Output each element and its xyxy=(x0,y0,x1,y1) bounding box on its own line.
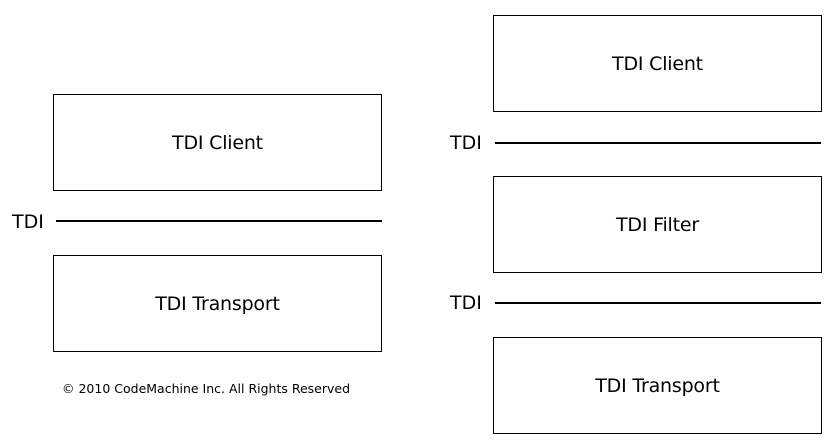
right-tdi-filter-label: TDI Filter xyxy=(616,213,699,236)
right-tdi-client-label: TDI Client xyxy=(612,52,703,75)
left-tdi-transport-label: TDI Transport xyxy=(155,292,280,315)
left-tdi-transport-box: TDI Transport xyxy=(53,255,382,352)
right-lower-tdi-interface-label: TDI xyxy=(450,292,482,314)
copyright-notice: © 2010 CodeMachine Inc. All Rights Reser… xyxy=(62,381,351,396)
right-upper-tdi-interface-line xyxy=(495,142,821,144)
left-tdi-interface-line xyxy=(56,220,382,222)
right-upper-tdi-interface-label: TDI xyxy=(450,132,482,154)
left-tdi-client-label: TDI Client xyxy=(172,131,263,154)
left-tdi-interface-label: TDI xyxy=(12,211,44,233)
right-tdi-transport-label: TDI Transport xyxy=(595,374,720,397)
right-lower-tdi-interface-line xyxy=(495,302,821,304)
left-tdi-client-box: TDI Client xyxy=(53,94,382,191)
right-tdi-transport-box: TDI Transport xyxy=(493,337,822,434)
right-tdi-filter-box: TDI Filter xyxy=(493,176,822,273)
right-tdi-client-box: TDI Client xyxy=(493,15,822,112)
